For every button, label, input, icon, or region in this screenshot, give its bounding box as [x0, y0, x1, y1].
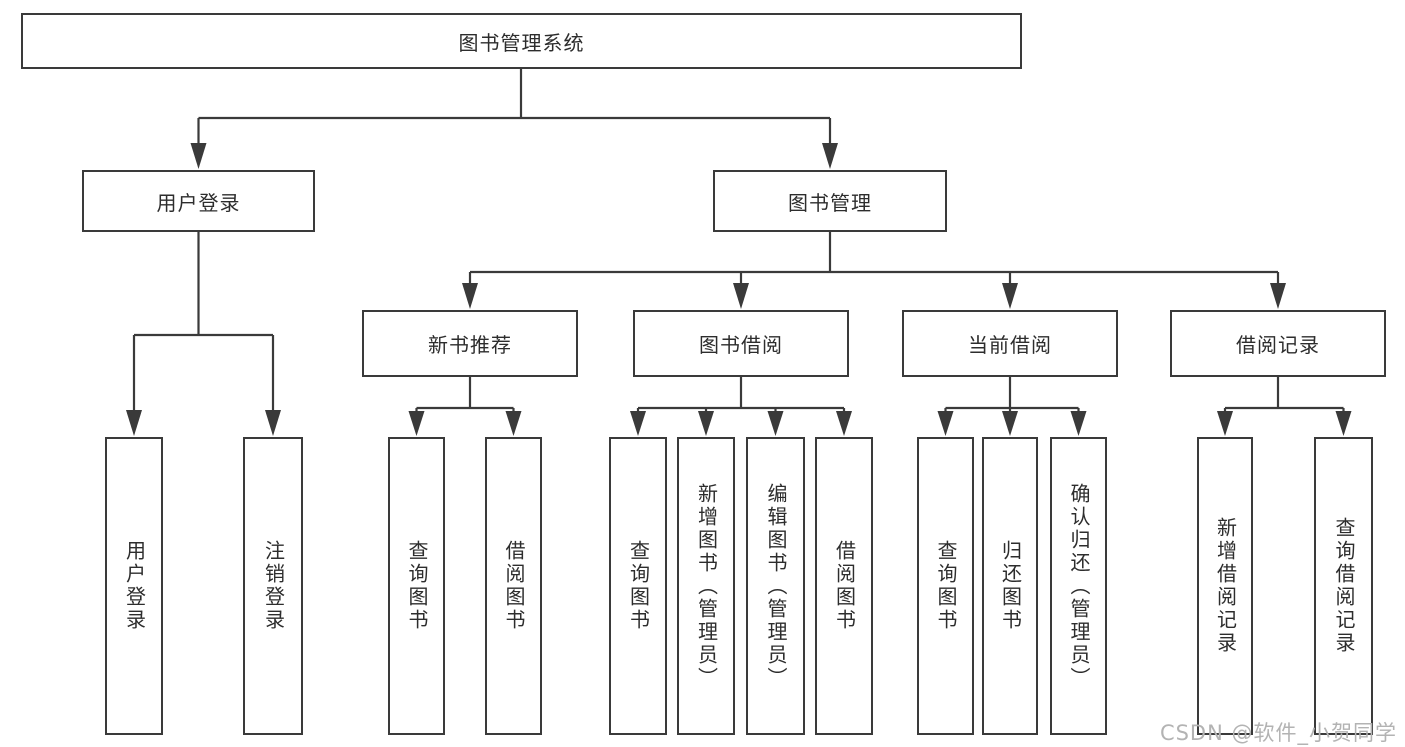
leaf-query-books-current-label: 查询图书: [934, 540, 958, 632]
arrowhead: [1070, 411, 1087, 436]
leaf-user-login: 用户登录: [105, 437, 163, 735]
leaf-edit-books-admin: 编辑图书（管理员）: [746, 437, 805, 735]
node-borrow-records-label: 借阅记录: [1236, 333, 1320, 357]
leaf-query-borrow-record-label: 查询借阅记录: [1332, 517, 1356, 655]
leaf-add-borrow-record: 新增借阅记录: [1197, 437, 1253, 735]
leaf-borrow-books-recommend: 借阅图书: [485, 437, 542, 735]
arrowhead: [937, 411, 954, 436]
connector-borrow-records-children: [1217, 377, 1352, 436]
leaf-query-books-recommend: 查询图书: [388, 437, 445, 735]
connector-new-book-children: [408, 377, 522, 436]
arrowhead: [505, 411, 522, 436]
arrowhead: [733, 283, 749, 309]
connector-root-to-level2: [190, 69, 838, 169]
node-book-management-label: 图书管理: [788, 190, 872, 215]
node-current-borrow: 当前借阅: [902, 310, 1118, 377]
connector-book-management-children: [462, 232, 1286, 309]
leaf-query-books-recommend-label: 查询图书: [405, 540, 429, 632]
leaf-edit-books-admin-label: 编辑图书（管理员）: [764, 482, 788, 690]
arrowhead: [1002, 283, 1018, 309]
arrowhead: [1270, 283, 1286, 309]
arrowhead: [1335, 411, 1352, 436]
arrowhead: [190, 143, 207, 169]
leaf-add-borrow-record-label: 新增借阅记录: [1213, 517, 1238, 655]
leaf-query-borrow-record: 查询借阅记录: [1314, 437, 1373, 735]
arrowhead: [822, 143, 838, 169]
node-book-borrow-label: 图书借阅: [699, 333, 783, 357]
node-book-borrow: 图书借阅: [633, 310, 849, 377]
leaf-return-books: 归还图书: [982, 437, 1038, 735]
node-borrow-records: 借阅记录: [1170, 310, 1386, 377]
leaf-borrow-books: 借阅图书: [815, 437, 873, 735]
node-new-book-recommend: 新书推荐: [362, 310, 578, 377]
arrowhead: [462, 283, 478, 309]
leaf-query-books-borrow-label: 查询图书: [626, 540, 651, 632]
node-current-borrow-label: 当前借阅: [968, 333, 1052, 357]
leaf-query-books-current: 查询图书: [917, 437, 974, 735]
leaf-borrow-books-label: 借阅图书: [832, 540, 857, 632]
arrowhead: [265, 410, 281, 436]
leaf-confirm-return-admin: 确认归还（管理员）: [1050, 437, 1107, 735]
leaf-logout-label: 注销登录: [261, 540, 286, 632]
node-root: 图书管理系统: [21, 13, 1022, 69]
connector-book-borrow-children: [630, 377, 852, 436]
arrowhead: [698, 411, 714, 436]
node-book-management: 图书管理: [713, 170, 947, 232]
leaf-query-books-borrow: 查询图书: [609, 437, 667, 735]
connector-current-borrow-children: [937, 377, 1087, 436]
arrowhead: [126, 410, 142, 436]
node-user-login: 用户登录: [82, 170, 315, 232]
leaf-confirm-return-admin-label: 确认归还（管理员）: [1067, 482, 1091, 690]
leaf-logout: 注销登录: [243, 437, 303, 735]
node-root-label: 图书管理系统: [458, 30, 585, 55]
node-user-login-label: 用户登录: [156, 190, 241, 215]
leaf-user-login-label: 用户登录: [122, 540, 147, 632]
leaf-add-books-admin-label: 新增图书（管理员）: [694, 482, 719, 690]
arrowhead: [1002, 411, 1018, 436]
connector-user-login-children: [126, 232, 281, 436]
leaf-return-books-label: 归还图书: [998, 540, 1023, 632]
leaf-add-books-admin: 新增图书（管理员）: [677, 437, 735, 735]
node-new-book-recommend-label: 新书推荐: [428, 333, 512, 357]
watermark-text: CSDN @软件_小贺同学: [1159, 721, 1397, 745]
arrowhead: [630, 411, 646, 436]
arrowhead: [1217, 411, 1233, 436]
arrowhead: [408, 411, 425, 436]
arrowhead: [836, 411, 852, 436]
leaf-borrow-books-recommend-label: 借阅图书: [502, 540, 526, 632]
arrowhead: [767, 411, 784, 436]
